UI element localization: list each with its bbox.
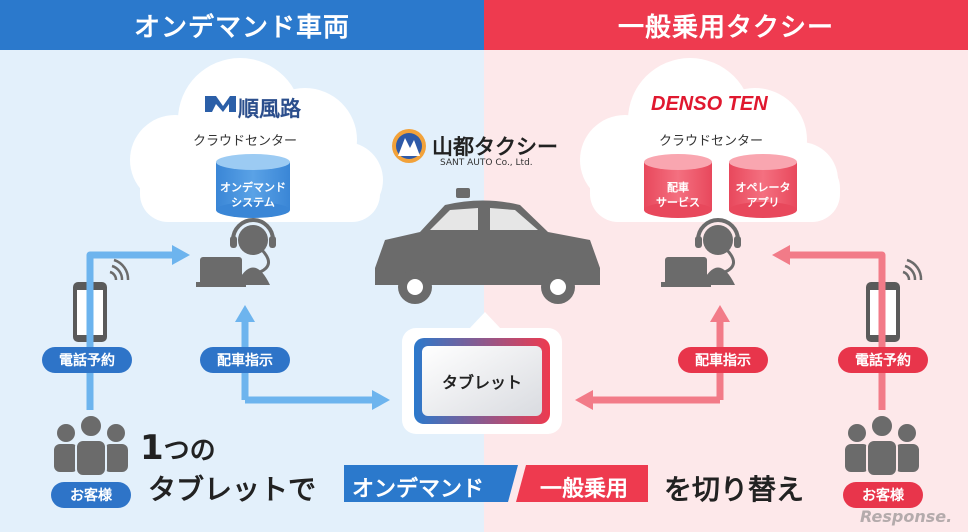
left-cloud-label: クラウドセンター	[193, 134, 298, 149]
ondemand-system-line2: システム	[231, 196, 275, 209]
taxi-car-icon	[375, 188, 600, 304]
operator-app-line1: オペレータ	[735, 181, 791, 194]
right-phone-reservation-pill: 電話予約	[838, 347, 928, 373]
dispatch-service-database-icon	[644, 154, 712, 218]
right-arrows	[590, 251, 886, 410]
right-customer-pill: お客様	[843, 482, 923, 508]
left-dispatch-pill: 配車指示	[200, 347, 290, 373]
bottom-line2: タブレットで	[148, 473, 317, 506]
general-tag-label: 一般乗用	[540, 477, 629, 502]
left-phone-reservation-pill: 電話予約	[42, 347, 132, 373]
company-name: 山都タクシー	[432, 135, 558, 159]
left-arrowheads	[172, 245, 390, 410]
right-cloud-label: クラウドセンター	[659, 134, 764, 149]
tablet-device-icon	[402, 312, 562, 434]
left-customers-icon	[54, 414, 128, 477]
bottom-mode-tags	[344, 465, 648, 502]
junpuro-brand: 順風路	[238, 96, 301, 121]
right-signal-icon	[902, 258, 923, 281]
watermark: Response.	[860, 507, 953, 526]
left-operator-icon	[196, 218, 276, 287]
bottom-line1-text: つの	[163, 436, 216, 466]
ondemand-system-line1: オンデマンド	[220, 181, 286, 194]
bottom-suffix: を切り替え	[664, 473, 805, 506]
dispatch-service-label: 配車 サービス	[644, 180, 712, 210]
ondemand-system-label: オンデマンド システム	[216, 180, 290, 210]
operator-app-label: オペレータ アプリ	[729, 180, 797, 210]
dispatch-service-line2: サービス	[656, 196, 700, 209]
tablet-label: タブレット	[441, 373, 522, 392]
ondemand-system-database-icon	[216, 154, 290, 218]
right-customers-icon	[845, 414, 919, 477]
ondemand-tag-label: オンデマンド	[352, 477, 485, 502]
operator-app-line2: アプリ	[746, 196, 780, 209]
sant-auto-logo-icon	[392, 129, 426, 163]
junpuro-logo-icon	[205, 96, 236, 112]
denso-ten-brand: DENSO TEN	[651, 93, 768, 115]
bottom-line1: 1つの	[140, 428, 216, 468]
left-signal-icon	[109, 258, 130, 281]
right-header: 一般乗用タクシー	[484, 0, 968, 50]
right-arrowheads	[575, 245, 790, 410]
bottom-line1-number: 1	[140, 428, 164, 468]
right-operator-icon	[661, 218, 741, 287]
right-dispatch-pill: 配車指示	[678, 347, 768, 373]
operator-app-database-icon	[729, 154, 797, 218]
left-customer-pill: お客様	[51, 482, 131, 508]
left-header: オンデマンド車両	[0, 0, 484, 50]
dispatch-service-line1: 配車	[667, 181, 689, 194]
company-subtitle: SANT AUTO Co., Ltd.	[440, 158, 533, 168]
